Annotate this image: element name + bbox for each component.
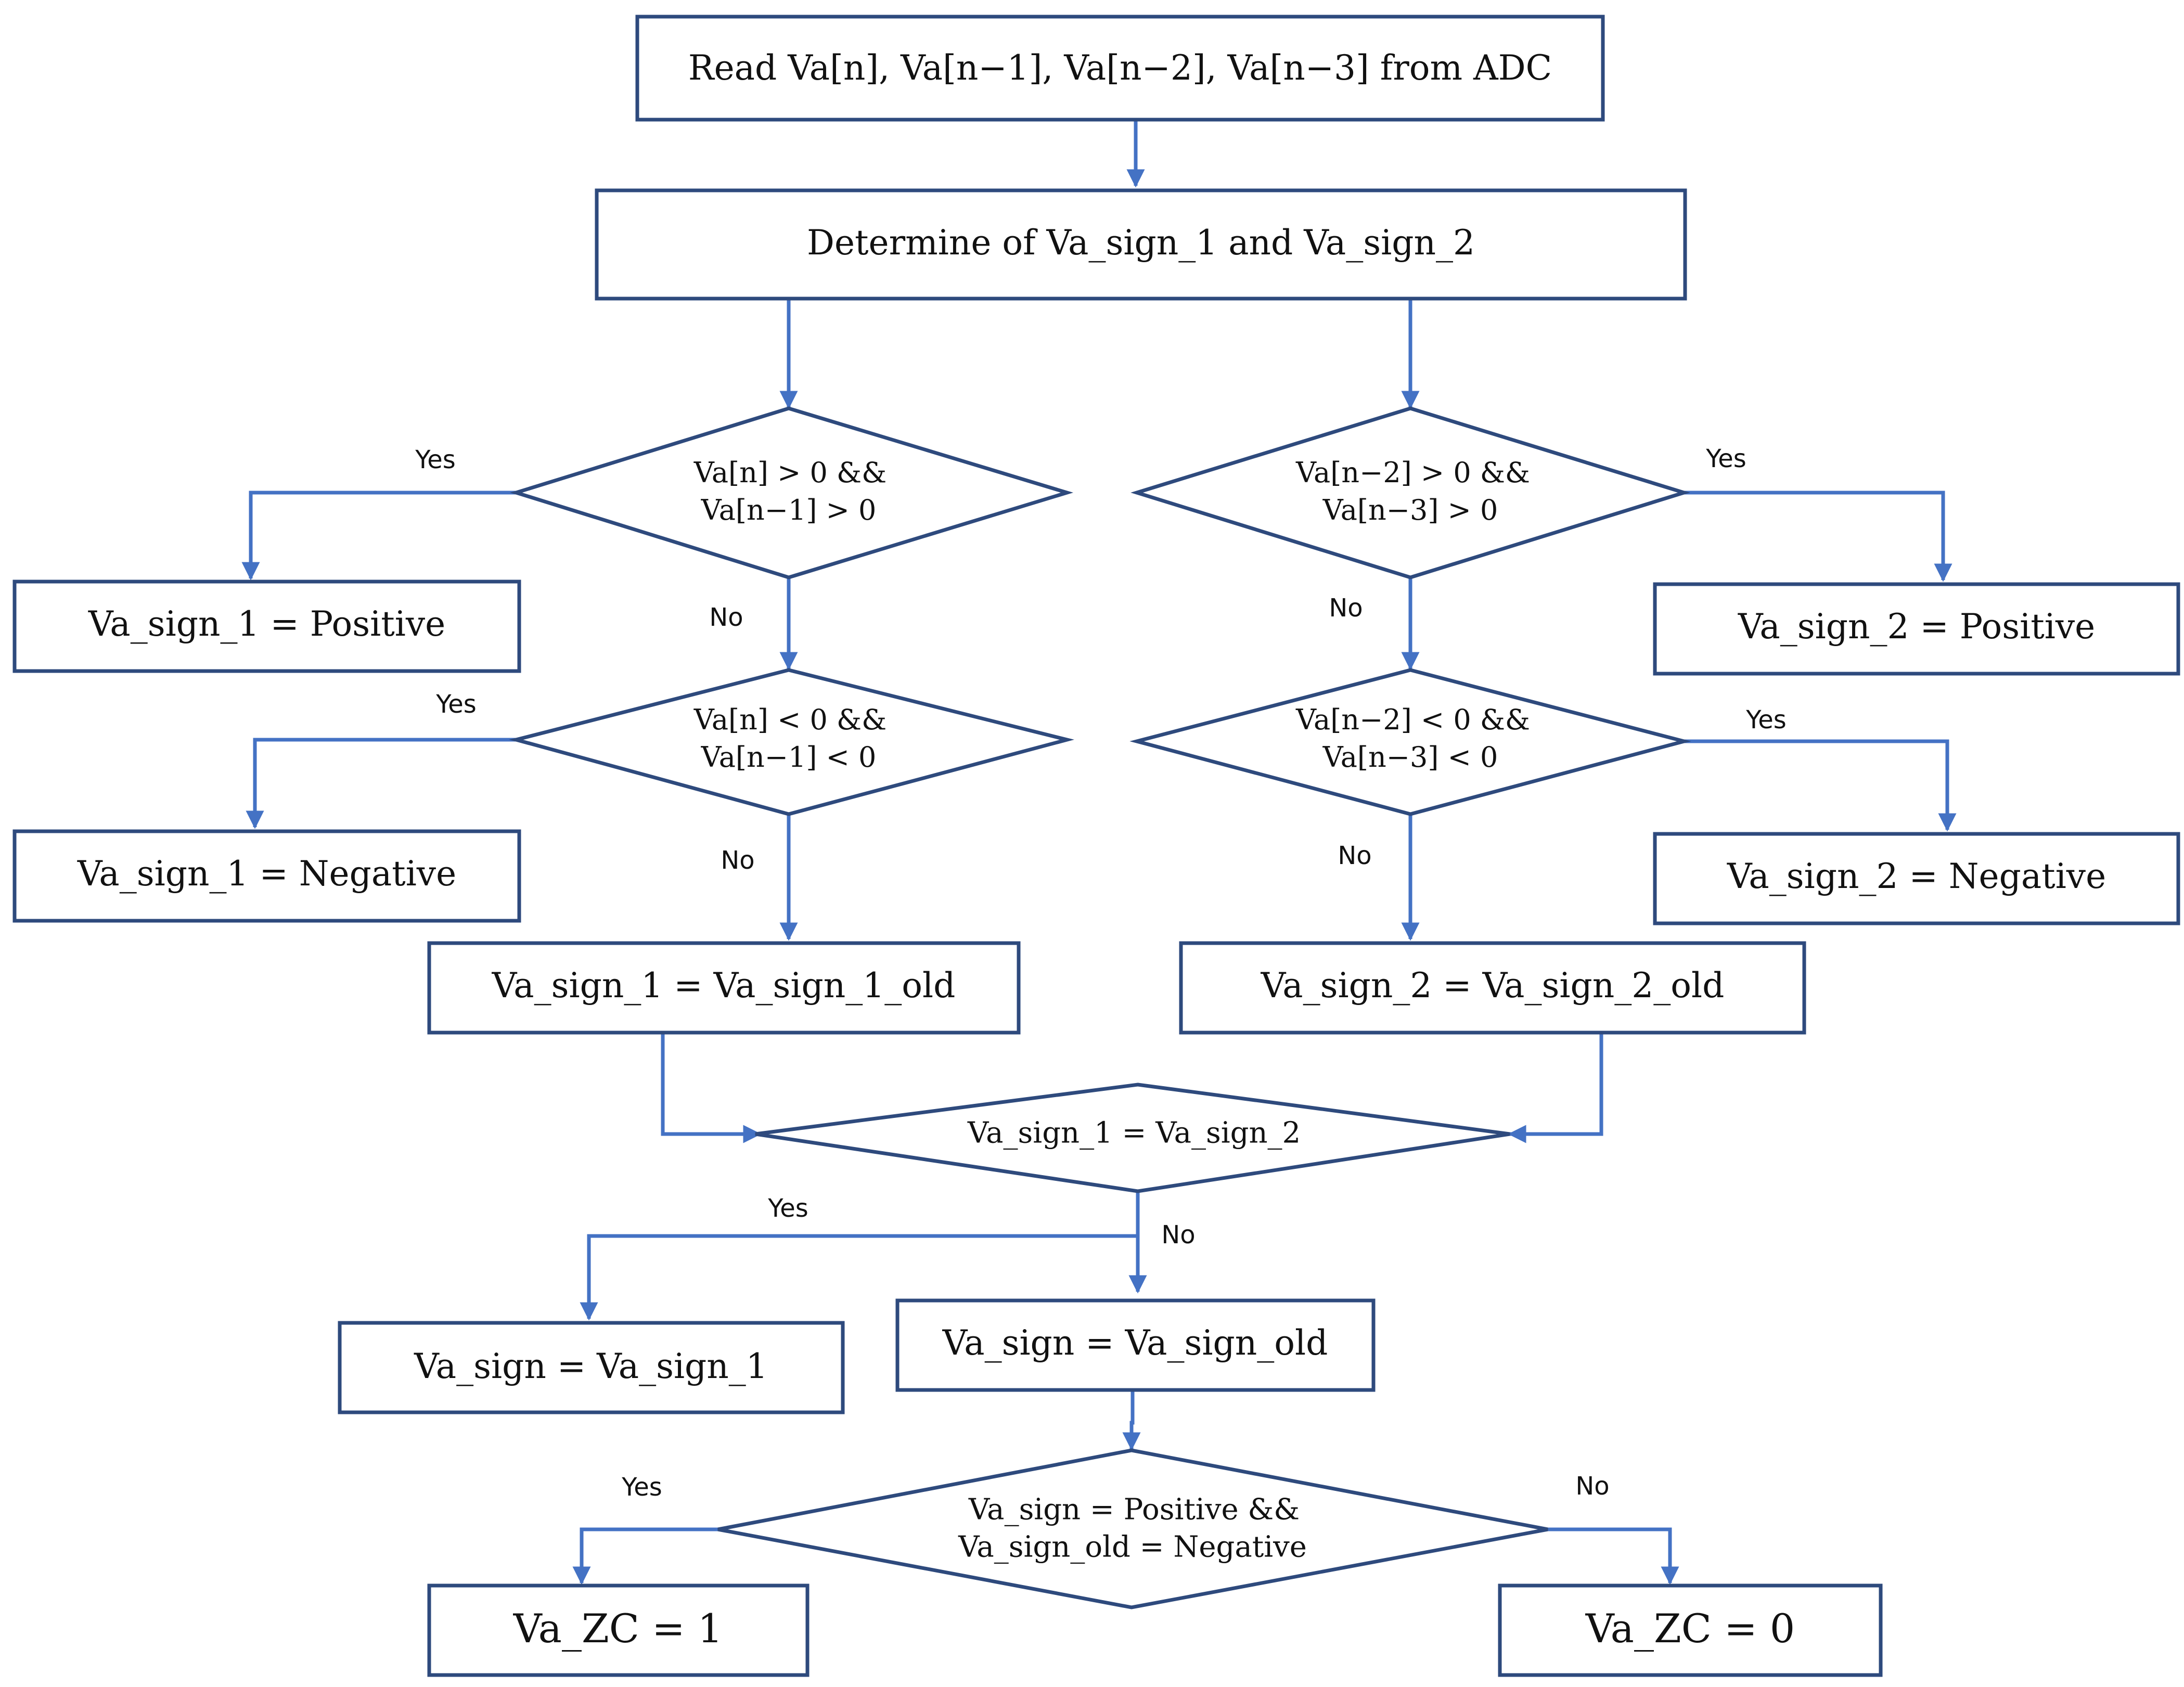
no-label-cond-pos-2: No <box>1329 594 1363 623</box>
cond-pos-1-line-1: Va[n] > 0 && <box>693 456 887 489</box>
sign1-positive-text: Va_sign_1 = Positive <box>88 604 445 644</box>
sign2-negative-text: Va_sign_2 = Negative <box>1727 856 2106 896</box>
arrow-sign-old-to-cond-zc <box>1122 1390 1141 1451</box>
sign-equals-old-text: Va_sign = Va_sign_old <box>942 1323 1328 1363</box>
read-adc-box: Read Va[n], Va[n−1], Va[n−2], Va[n−3] fr… <box>635 15 1605 122</box>
sign2-positive-box: Va_sign_2 = Positive <box>1653 582 2180 676</box>
no-label-cond-zc: No <box>1575 1472 1609 1501</box>
sign-equals-sign1-text: Va_sign = Va_sign_1 <box>414 1346 768 1386</box>
cond-neg-1-diamond: Va[n] < 0 && Va[n−1] < 0 <box>509 668 1074 816</box>
arrow-cond-zc-no <box>1548 1527 1679 1585</box>
zc-zero-box: Va_ZC = 0 <box>1498 1583 1883 1677</box>
determine-text: Determine of Va_sign_1 and Va_sign_2 <box>807 223 1475 263</box>
edge-labels: Yes No Yes No Yes No Yes No Yes No Yes N… <box>415 444 1786 1502</box>
sign1-negative-box: Va_sign_1 = Negative <box>12 829 521 923</box>
no-label-cond-pos-1: No <box>709 603 743 632</box>
read-adc-text: Read Va[n], Va[n−1], Va[n−2], Va[n−3] fr… <box>688 48 1552 88</box>
yes-label-cond-zc: Yes <box>621 1473 662 1502</box>
sign1-old-text: Va_sign_1 = Va_sign_1_old <box>492 965 956 1006</box>
cond-pos-2-line-1: Va[n−2] > 0 && <box>1295 456 1530 489</box>
sign-equals-sign1-box: Va_sign = Va_sign_1 <box>338 1321 845 1414</box>
cond-neg-2-line-1: Va[n−2] < 0 && <box>1295 703 1530 736</box>
cond-neg-1-line-1: Va[n] < 0 && <box>693 703 887 736</box>
yes-label-cond-pos-2: Yes <box>1705 444 1746 473</box>
arrow-sign1-old-to-cond-equal <box>661 1033 762 1143</box>
sign1-negative-text: Va_sign_1 = Negative <box>77 854 456 894</box>
sign2-old-box: Va_sign_2 = Va_sign_2_old <box>1179 941 1806 1035</box>
arrow-cond-neg-2-yes <box>1684 739 1957 832</box>
connectors <box>241 121 1957 1585</box>
cond-pos-1-line-2: Va[n−1] > 0 <box>701 494 877 526</box>
no-label-cond-neg-1: No <box>721 846 754 875</box>
yes-label-cond-neg-2: Yes <box>1745 705 1786 735</box>
cond-equal-text: Va_sign_1 = Va_sign_2 <box>967 1116 1301 1150</box>
zc-one-text: Va_ZC = 1 <box>513 1605 723 1652</box>
cond-neg-2-line-2: Va[n−3] < 0 <box>1322 741 1498 774</box>
sign2-positive-text: Va_sign_2 = Positive <box>1738 607 2095 647</box>
yes-label-cond-equal: Yes <box>767 1194 808 1223</box>
cond-zc-diamond: Va_sign = Positive && Va_sign_old = Nega… <box>717 1448 1548 1609</box>
yes-label-cond-neg-1: Yes <box>435 690 476 719</box>
arrow-cond-equal-yes <box>580 1234 1138 1321</box>
determine-box: Determine of Va_sign_1 and Va_sign_2 <box>595 188 1687 301</box>
sign1-old-box: Va_sign_1 = Va_sign_1_old <box>427 941 1021 1035</box>
sign2-old-text: Va_sign_2 = Va_sign_2_old <box>1261 965 1725 1006</box>
sign2-negative-box: Va_sign_2 = Negative <box>1653 832 2180 925</box>
zc-zero-text: Va_ZC = 0 <box>1585 1605 1795 1652</box>
arrow-cond-neg-1-yes <box>246 738 516 829</box>
cond-pos-1-diamond: Va[n] > 0 && Va[n−1] > 0 <box>510 406 1074 579</box>
zc-one-box: Va_ZC = 1 <box>427 1583 810 1677</box>
arrow-cond-pos-1-yes <box>241 491 516 581</box>
arrow-cond-zc-yes <box>572 1527 718 1585</box>
cond-neg-1-line-2: Va[n−1] < 0 <box>701 741 877 774</box>
sign-equals-old-box: Va_sign = Va_sign_old <box>895 1298 1376 1392</box>
arrow-cond-pos-2-yes <box>1684 491 1952 582</box>
arrow-sign2-old-to-cond-equal <box>1508 1033 1603 1143</box>
no-label-cond-neg-2: No <box>1338 841 1371 870</box>
sign1-positive-box: Va_sign_1 = Positive <box>12 579 521 673</box>
cond-zc-line-2: Va_sign_old = Negative <box>958 1530 1307 1564</box>
cond-zc-line-1: Va_sign = Positive && <box>968 1493 1300 1527</box>
cond-neg-2-diamond: Va[n−2] < 0 && Va[n−3] < 0 <box>1129 668 1691 816</box>
cond-pos-2-line-2: Va[n−3] > 0 <box>1322 494 1498 526</box>
no-label-cond-equal: No <box>1161 1220 1195 1250</box>
cond-equal-diamond: Va_sign_1 = Va_sign_2 <box>755 1083 1510 1193</box>
cond-pos-2-diamond: Va[n−2] > 0 && Va[n−3] > 0 <box>1130 406 1690 579</box>
yes-label-cond-pos-1: Yes <box>415 445 455 474</box>
